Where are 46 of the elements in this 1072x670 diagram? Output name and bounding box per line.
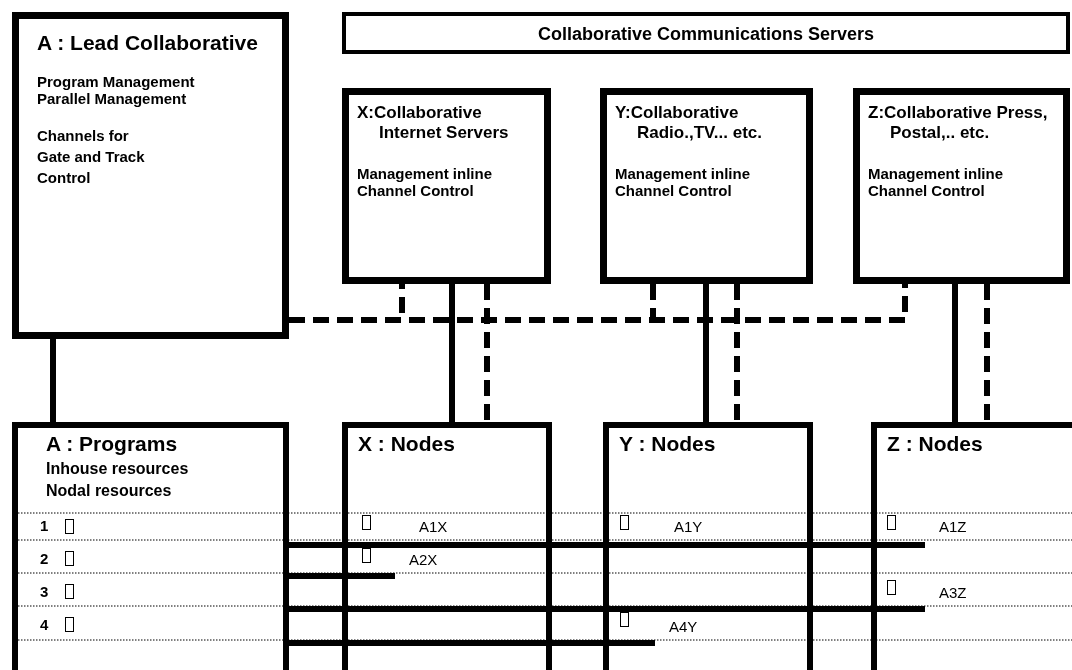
box-text: Management inline Channel Control — [357, 165, 494, 199]
connector-line — [289, 640, 655, 646]
connector-line — [952, 284, 958, 422]
box-text: Management inline Channel Control — [868, 165, 1005, 199]
box-text: Channels for Gate and Track Control — [37, 126, 146, 188]
box-title: Z:Collaborative Press, Postal,.. etc. — [868, 103, 1049, 143]
panel-text: Inhouse resources Nodal resources — [46, 459, 190, 502]
code-text: A3Z — [938, 583, 968, 601]
row-number: 1 — [40, 517, 49, 534]
code-text: A4Y — [668, 617, 699, 635]
panel-title: Z : Nodes — [887, 432, 984, 456]
code-text: A1X — [418, 517, 449, 535]
code-text: A1Y — [673, 517, 704, 535]
server-box — [342, 88, 551, 284]
nodes-panel — [871, 422, 1072, 670]
dashed-connector — [734, 284, 740, 422]
banner-box — [342, 12, 1070, 54]
lead-box — [12, 12, 289, 339]
server-box — [600, 88, 813, 284]
panel-title: X : Nodes — [358, 432, 456, 456]
box-text: Program Management Parallel Management — [37, 73, 196, 107]
block-title: A : Lead Collaborative — [37, 31, 259, 55]
dashed-connector — [984, 284, 990, 422]
panel-title: A : Programs — [46, 432, 179, 456]
row-number: 2 — [40, 550, 49, 567]
code-text: A2X — [408, 550, 439, 568]
dashed-connector — [484, 284, 490, 422]
programs-panel — [12, 422, 289, 670]
box-text: Management inline Channel Control — [615, 165, 752, 199]
panel-title: Y : Nodes — [619, 432, 717, 456]
banner-title: Collaborative Communications Servers — [536, 24, 876, 45]
connector-line — [289, 573, 395, 579]
connector-line — [50, 339, 56, 422]
code-text: A1Z — [938, 517, 968, 535]
server-box — [853, 88, 1070, 284]
box-title: X:Collaborative Internet Servers — [357, 103, 510, 143]
dashed-connector — [289, 284, 908, 323]
connector-line — [289, 542, 925, 548]
nodes-panel — [603, 422, 813, 670]
row-number: 3 — [40, 583, 49, 600]
nodes-panel — [342, 422, 552, 670]
row-number: 4 — [40, 616, 49, 633]
connector-line — [703, 284, 709, 422]
box-title: Y:Collaborative Radio.,TV... etc. — [615, 103, 764, 143]
connector-line — [289, 606, 925, 612]
connector-line — [449, 284, 455, 422]
